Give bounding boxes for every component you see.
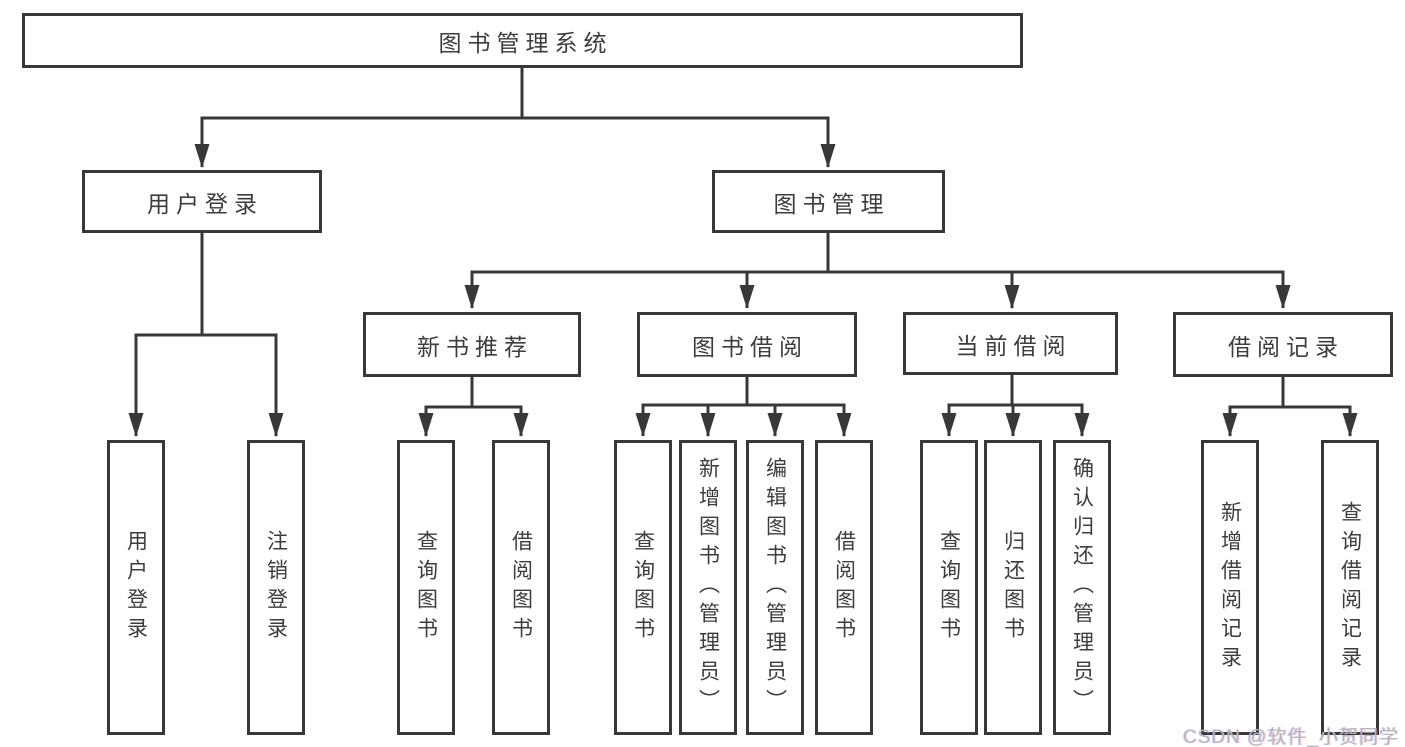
leaf-label: 查询图书 <box>631 529 655 646</box>
csdn-watermark: CSDN @软件_小贺同学 <box>1183 727 1399 747</box>
leaf-query-borrow-record: 查询借阅记录 <box>1321 440 1379 735</box>
node-label: 借阅记录 <box>1228 333 1344 360</box>
node-label: 当前借阅 <box>955 332 1072 359</box>
edge-login-to-leaves <box>128 333 284 437</box>
leaf-label: 注销登录 <box>264 529 288 646</box>
edge-mgmt-to-level3 <box>464 270 1291 309</box>
leaf-add-books-admin: 新增图书（管理员） <box>679 440 737 735</box>
node-label: 图书管理系统 <box>438 29 613 56</box>
node-label: 新书推荐 <box>417 333 533 360</box>
leaf-borrow-books: 借阅图书 <box>815 440 873 735</box>
leaf-query-books-current: 查询图书 <box>920 440 978 735</box>
edge-current-to-leaves <box>941 403 1090 437</box>
node-new-book-recommend: 新书推荐 <box>363 312 581 377</box>
node-book-borrowing: 图书借阅 <box>637 312 857 377</box>
node-label: 图书管理 <box>773 190 890 217</box>
leaf-label: 借阅图书 <box>832 529 856 646</box>
leaf-query-books-recommend: 查询图书 <box>397 440 455 735</box>
leaf-label: 查询借阅记录 <box>1338 500 1362 675</box>
node-book-management: 图书管理 <box>712 170 945 233</box>
leaf-confirm-return-admin: 确认归还（管理员） <box>1053 440 1111 735</box>
edge-borrowing-to-leaves <box>635 403 852 437</box>
leaf-edit-books-admin: 编辑图书（管理员） <box>746 440 804 735</box>
leaf-label: 用户登录 <box>124 529 148 646</box>
leaf-query-books-borrowing: 查询图书 <box>614 440 672 735</box>
leaf-add-borrow-record: 新增借阅记录 <box>1201 440 1259 735</box>
leaf-user-login: 用户登录 <box>107 440 165 735</box>
leaf-return-books: 归还图书 <box>984 440 1042 735</box>
leaf-label: 借阅图书 <box>509 529 533 646</box>
edge-records-to-leaves <box>1222 405 1358 437</box>
leaf-borrow-books-recommend: 借阅图书 <box>492 440 550 735</box>
leaf-label: 归还图书 <box>1001 529 1025 646</box>
node-label: 用户登录 <box>147 190 263 217</box>
leaf-label: 新增图书（管理员） <box>696 457 720 718</box>
node-current-borrowing: 当前借阅 <box>903 312 1118 375</box>
node-library-management-system: 图书管理系统 <box>22 13 1023 68</box>
leaf-label: 查询图书 <box>937 529 961 646</box>
leaf-label: 确认归还（管理员） <box>1070 457 1094 718</box>
node-label: 图书借阅 <box>692 333 808 360</box>
leaf-label: 编辑图书（管理员） <box>763 457 787 718</box>
node-borrowing-records: 借阅记录 <box>1173 312 1393 377</box>
leaf-label: 新增借阅记录 <box>1218 500 1242 675</box>
edge-recommend-to-leaves <box>418 405 529 437</box>
edge-root-to-level2 <box>194 116 836 168</box>
node-user-login: 用户登录 <box>82 170 322 233</box>
leaf-label: 查询图书 <box>414 529 438 646</box>
leaf-logout: 注销登录 <box>247 440 305 735</box>
